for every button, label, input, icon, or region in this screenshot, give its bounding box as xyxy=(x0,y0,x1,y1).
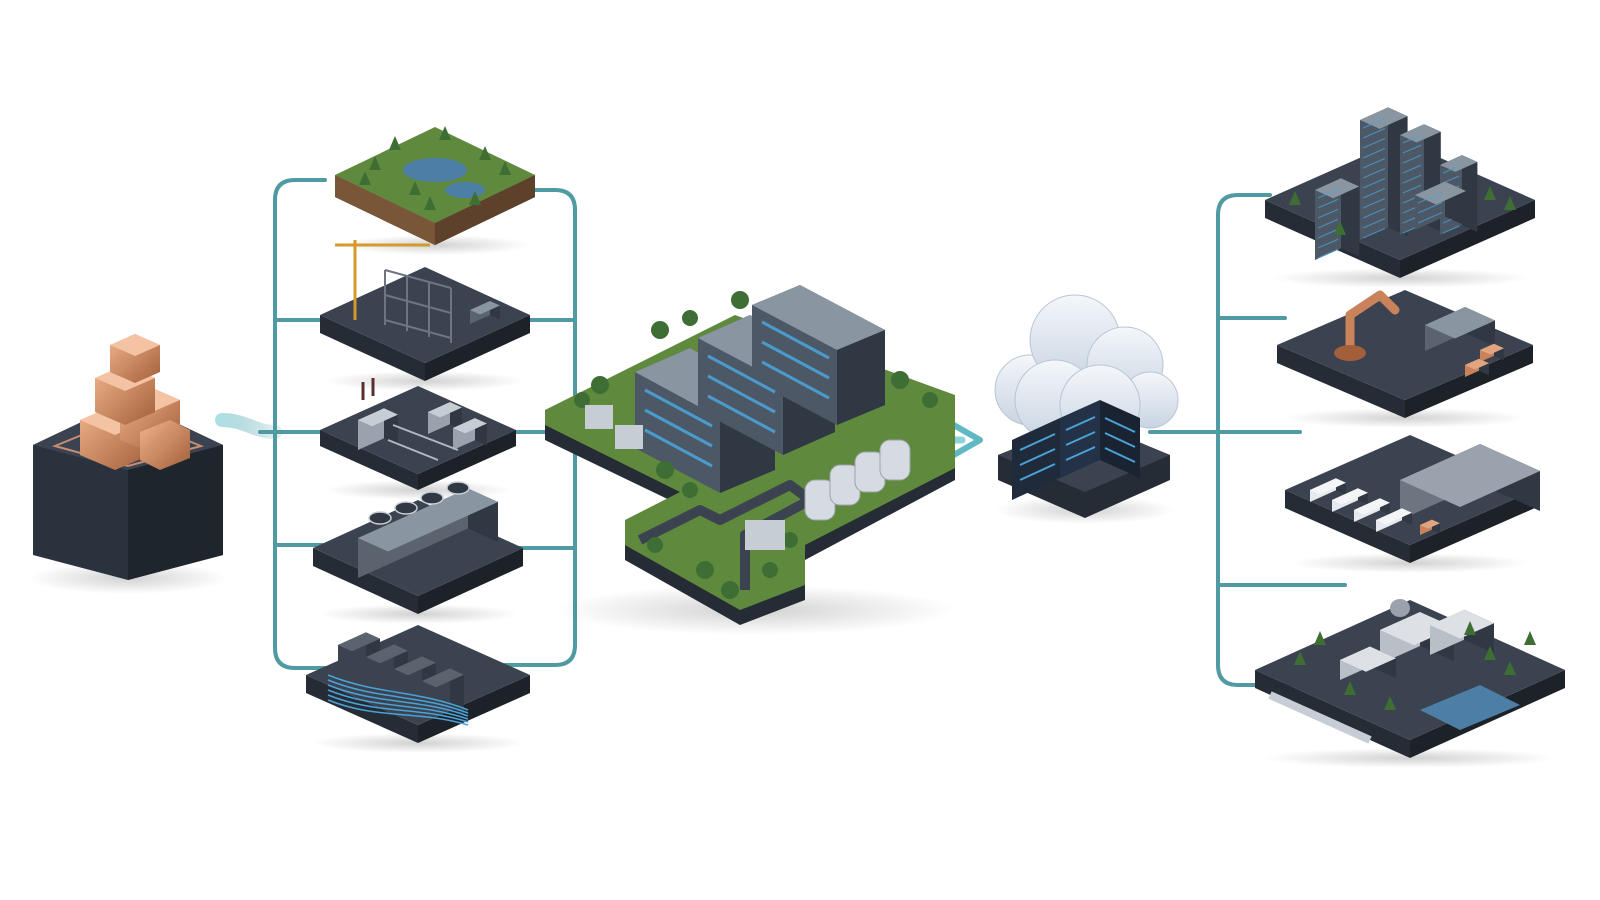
input-tile-3 xyxy=(320,378,516,500)
output-tile-1 xyxy=(1265,107,1535,288)
left-bus-connector xyxy=(273,178,332,670)
government-campus-icon xyxy=(1268,599,1536,744)
logistics-warehouse-icon xyxy=(1310,444,1540,535)
cloud-compute-node xyxy=(994,294,1179,524)
robotic-factory-icon xyxy=(1334,290,1504,377)
hub-datacenter-node xyxy=(545,285,955,635)
power-substation-icon xyxy=(358,378,487,461)
construction-crane-icon xyxy=(335,240,500,343)
input-tile-4 xyxy=(313,481,523,624)
server-racks-icon xyxy=(327,632,469,726)
input-tile-2 xyxy=(320,240,530,391)
output-tile-2 xyxy=(1277,290,1533,428)
input-tile-5 xyxy=(306,625,530,753)
output-tile-3 xyxy=(1285,435,1540,573)
source-copper-node xyxy=(28,334,228,594)
hub-cloud-arrow-head xyxy=(949,421,983,459)
cloud-servers-icon xyxy=(994,294,1179,500)
output-tile-4 xyxy=(1255,599,1565,768)
datacenter-campus-icon xyxy=(574,285,938,599)
copper-blocks-icon xyxy=(80,334,190,470)
cooling-fans-icon xyxy=(358,481,498,578)
city-skyscrapers-icon xyxy=(1289,107,1516,260)
input-tile-1 xyxy=(335,126,535,255)
land-forest-icon xyxy=(335,126,535,245)
output-bus-connector xyxy=(1216,193,1307,687)
